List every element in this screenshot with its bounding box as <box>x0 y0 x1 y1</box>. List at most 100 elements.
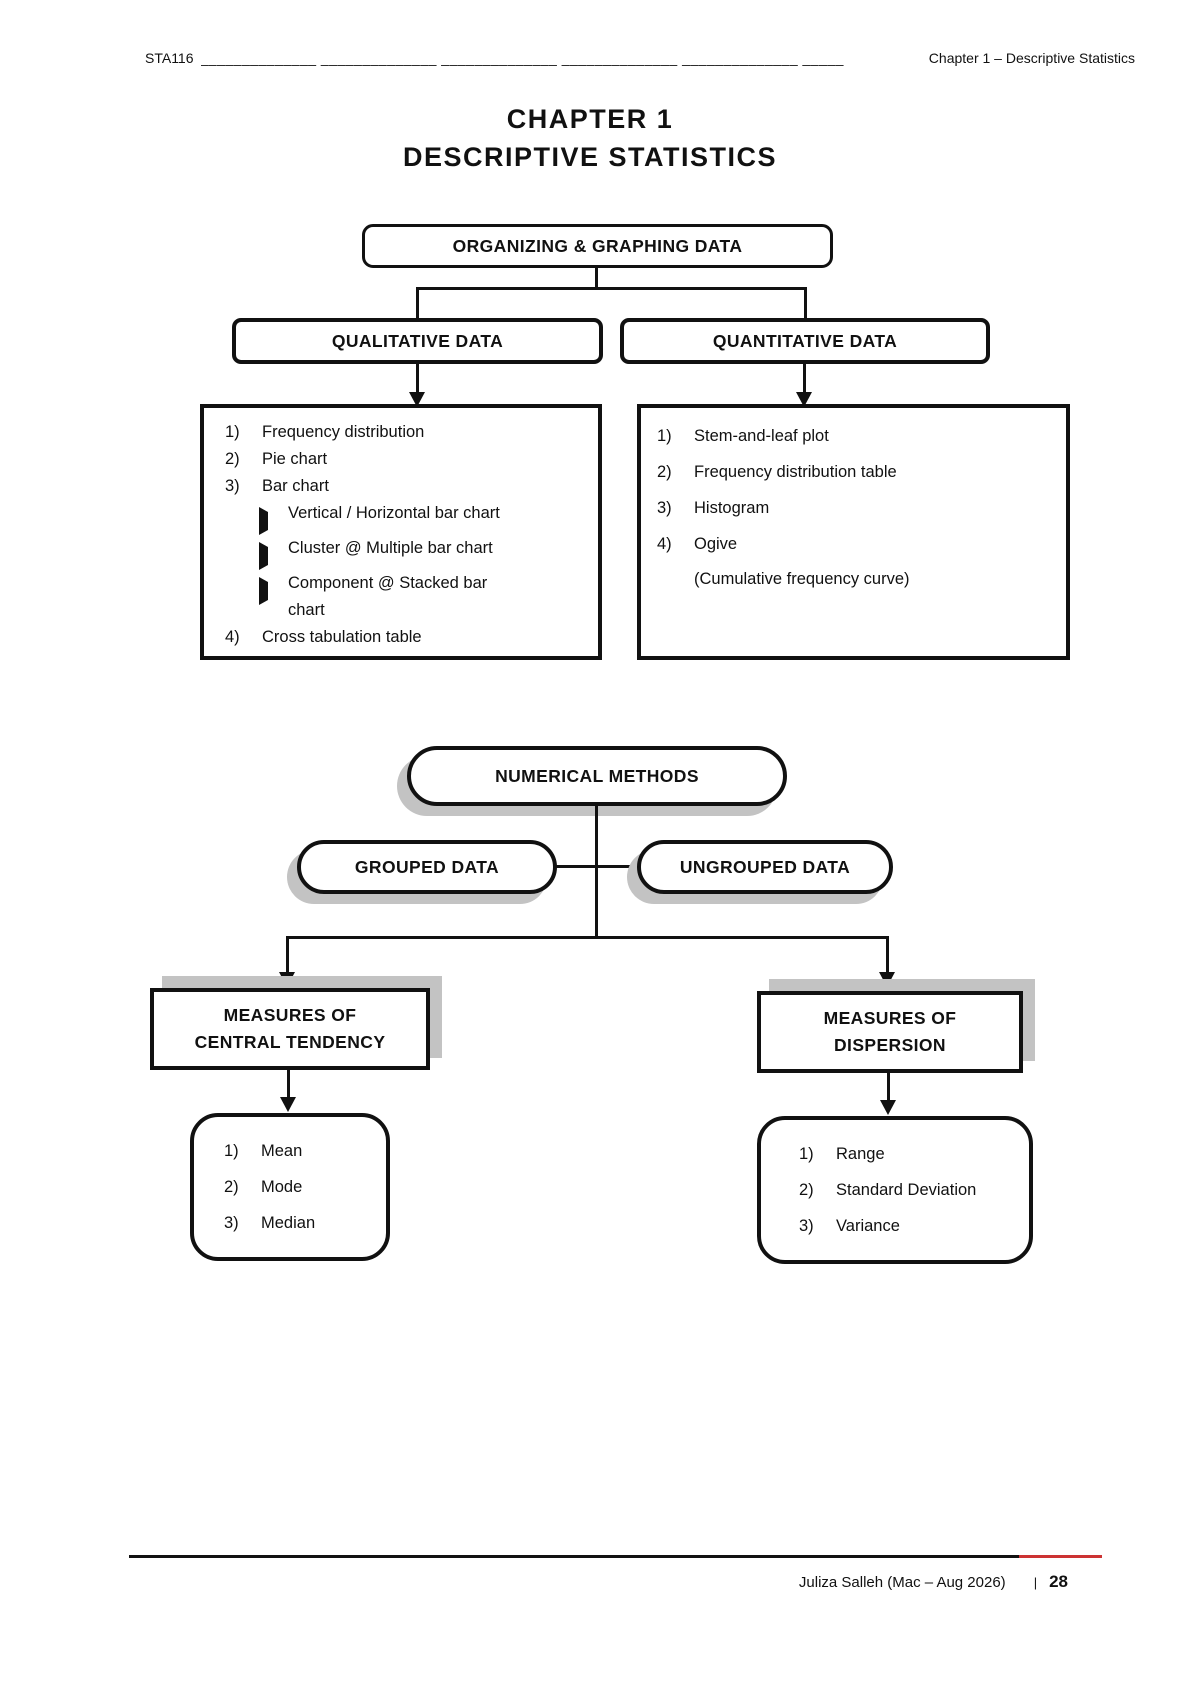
item-number: 4) <box>657 535 672 553</box>
list-item: 3) Histogram <box>657 490 1054 526</box>
connector-line <box>597 865 639 868</box>
chapter-title: CHAPTER 1 DESCRIPTIVE STATISTICS <box>10 100 1170 176</box>
item-number: 1) <box>799 1145 814 1163</box>
course-code: STA116 <box>145 50 194 66</box>
node-quantitative-data: QUANTITATIVE DATA <box>620 318 990 364</box>
node-label: ORGANIZING & GRAPHING DATA <box>452 235 743 256</box>
qualitative-methods-list: 1) Frequency distribution 2) Pie chart 3… <box>200 404 602 660</box>
connector-line <box>886 936 889 972</box>
arrow-down-icon <box>879 972 895 987</box>
node-numerical-methods: NUMERICAL METHODS <box>407 746 787 806</box>
list-item: 2) Frequency distribution table <box>657 454 1054 490</box>
header-chapter-ref: Chapter 1 – Descriptive Statistics <box>928 50 1135 66</box>
item-text: Bar chart <box>262 477 329 495</box>
sub-list-item: Vertical / Horizontal bar chart <box>259 500 586 535</box>
connector-line <box>286 936 889 939</box>
item-text: Component @ Stacked bar chart <box>288 570 487 624</box>
connector-line <box>286 936 289 972</box>
node-label: QUANTITATIVE DATA <box>712 330 898 351</box>
page-footer: Juliza Salleh (Mac – Aug 2026) | 28 <box>799 1572 1068 1592</box>
connector-line <box>287 1070 290 1097</box>
connector-line <box>595 266 598 289</box>
list-item: 1) Mean <box>224 1133 376 1169</box>
connector-line <box>416 287 807 290</box>
connector-line <box>595 804 598 938</box>
page-header: STA116 ______________ ______________ ___… <box>145 50 1135 66</box>
item-text: Pie chart <box>262 450 328 468</box>
page-number: 28 <box>1049 1572 1068 1591</box>
node-label-line1: MEASURES OF <box>223 1005 357 1025</box>
list-item: 3) Bar chart <box>225 473 586 500</box>
item-number: 2) <box>225 450 240 468</box>
list-item: 2) Mode <box>224 1169 376 1205</box>
item-text: Vertical / Horizontal bar chart <box>288 504 500 522</box>
item-number: 2) <box>657 463 672 481</box>
list-item: 1) Range <box>799 1136 1019 1172</box>
sub-list-item: Cluster @ Multiple bar chart <box>259 535 586 570</box>
arrow-down-icon <box>880 1100 896 1115</box>
header-rule-fill: ______________ ______________ __________… <box>200 50 844 66</box>
node-label: QUALITATIVE DATA <box>331 330 504 351</box>
item-text: Standard Deviation <box>836 1181 977 1199</box>
item-text: Frequency distribution <box>262 423 425 441</box>
item-number: 2) <box>224 1178 239 1196</box>
item-text: Mode <box>261 1178 303 1196</box>
item-number: 3) <box>657 499 672 517</box>
connector-line <box>555 865 599 868</box>
item-number: 3) <box>799 1217 814 1235</box>
connector-line <box>416 364 419 392</box>
node-label: GROUPED DATA <box>354 856 500 877</box>
item-text: Stem-and-leaf plot <box>694 427 829 445</box>
node-ungrouped-data: UNGROUPED DATA <box>637 840 893 894</box>
node-measures-central-tendency: MEASURES OF CENTRAL TENDENCY <box>150 988 430 1070</box>
list-item: 1) Stem-and-leaf plot <box>657 418 1054 454</box>
item-text: Median <box>261 1214 316 1232</box>
connector-line <box>803 364 806 392</box>
arrow-bullet-icon <box>259 535 288 570</box>
list-item: 4) Cross tabulation table <box>225 624 586 651</box>
node-qualitative-data: QUALITATIVE DATA <box>232 318 603 364</box>
list-item: 2) Pie chart <box>225 446 586 473</box>
connector-line <box>416 287 419 318</box>
node-label-line1: MEASURES OF <box>823 1008 957 1028</box>
item-number: 1) <box>657 427 672 445</box>
item-text: Variance <box>836 1217 900 1235</box>
node-organizing-graphing-data: ORGANIZING & GRAPHING DATA <box>362 224 833 268</box>
item-text-line2: chart <box>288 601 325 619</box>
node-label-line2: CENTRAL TENDENCY <box>194 1032 386 1052</box>
chapter-title-line1: CHAPTER 1 <box>506 104 674 134</box>
item-number: 3) <box>225 477 240 495</box>
item-number: 4) <box>225 628 240 646</box>
arrow-down-icon <box>409 392 425 407</box>
ogive-note: (Cumulative frequency curve) <box>694 570 910 588</box>
item-text: Frequency distribution table <box>694 463 897 481</box>
arrow-down-icon <box>279 972 295 987</box>
footer-rule-accent <box>1019 1555 1102 1558</box>
chapter-title-line2: DESCRIPTIVE STATISTICS <box>402 142 778 172</box>
item-text: Mean <box>261 1142 303 1160</box>
node-label: UNGROUPED DATA <box>679 856 851 877</box>
arrow-bullet-icon <box>259 570 288 624</box>
footer-rule <box>129 1555 1019 1558</box>
node-label-line2: DISPERSION <box>834 1035 946 1055</box>
central-tendency-list: 1) Mean 2) Mode 3) Median <box>190 1113 390 1261</box>
item-number: 3) <box>224 1214 239 1232</box>
list-item: 4) Ogive <box>657 526 1054 562</box>
list-item: 1) Frequency distribution <box>225 419 586 446</box>
item-number: 1) <box>225 423 240 441</box>
list-item: 3) Median <box>224 1205 376 1241</box>
item-text: Histogram <box>694 499 770 517</box>
item-number: 1) <box>224 1142 239 1160</box>
dispersion-list: 1) Range 2) Standard Deviation 3) Varian… <box>757 1116 1033 1264</box>
item-text-line1: Component @ Stacked bar <box>288 574 488 592</box>
footer-author: Juliza Salleh (Mac – Aug 2026) <box>798 1574 1006 1591</box>
quantitative-methods-list: 1) Stem-and-leaf plot 2) Frequency distr… <box>637 404 1070 660</box>
item-text: Cross tabulation table <box>262 628 422 646</box>
node-grouped-data: GROUPED DATA <box>297 840 557 894</box>
node-label: NUMERICAL METHODS <box>495 765 699 786</box>
item-text: Ogive <box>694 535 738 553</box>
item-number: 2) <box>799 1181 814 1199</box>
connector-line <box>804 287 807 318</box>
footer-separator: | <box>1033 1575 1038 1590</box>
